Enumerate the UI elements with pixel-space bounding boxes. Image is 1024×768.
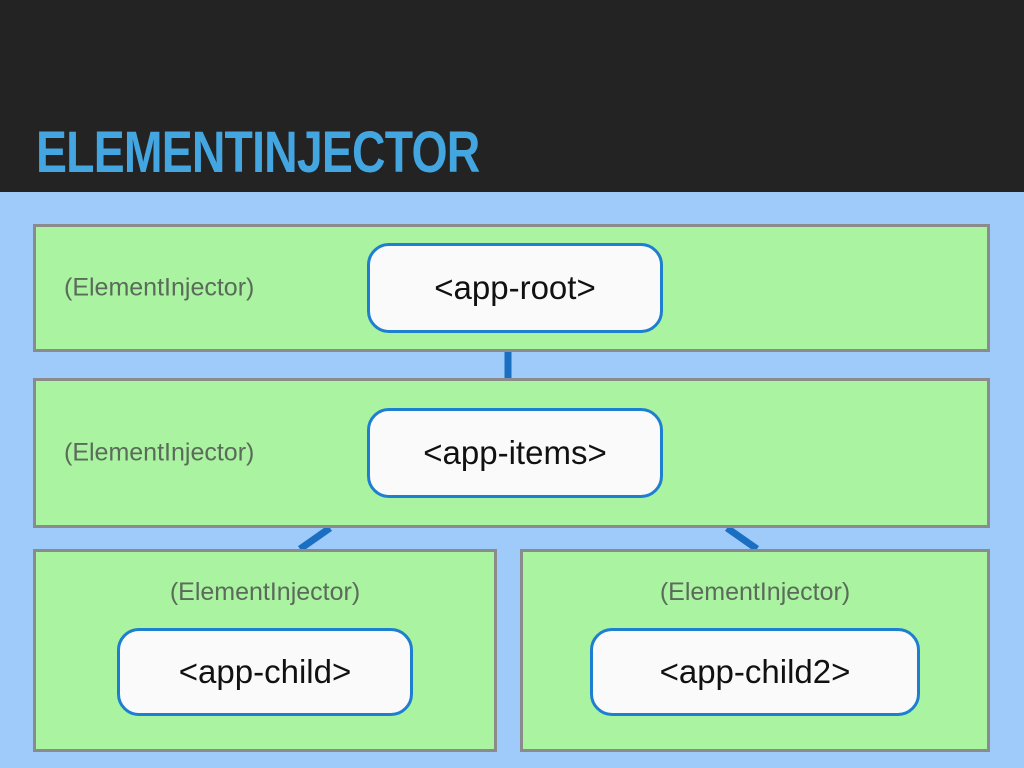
injector-scope-label: (ElementInjector) (659, 578, 851, 606)
component-node-app-root[interactable]: <app-root> (367, 243, 663, 333)
injector-scope-label: (ElementInjector) (64, 438, 255, 467)
diagram-canvas: (ElementInjector) <app-root> (ElementInj… (0, 192, 1024, 768)
page-title: ELEMENTINJECTOR (36, 120, 480, 185)
edge-items-to-child (297, 525, 333, 552)
slide-header: ELEMENTINJECTOR (0, 0, 1024, 192)
injector-scope-child[interactable]: (ElementInjector) <app-child> (33, 549, 497, 752)
injector-scope-child2[interactable]: (ElementInjector) <app-child2> (520, 549, 990, 752)
injector-scope-root[interactable]: (ElementInjector) <app-root> (33, 224, 990, 352)
component-node-app-items[interactable]: <app-items> (367, 408, 663, 498)
injector-scope-label: (ElementInjector) (64, 273, 255, 302)
injector-scope-items[interactable]: (ElementInjector) <app-items> (33, 378, 990, 528)
component-node-app-child2[interactable]: <app-child2> (590, 628, 920, 716)
component-node-app-child[interactable]: <app-child> (117, 628, 413, 716)
injector-scope-label: (ElementInjector) (169, 578, 361, 606)
edge-items-to-child2 (724, 525, 760, 552)
